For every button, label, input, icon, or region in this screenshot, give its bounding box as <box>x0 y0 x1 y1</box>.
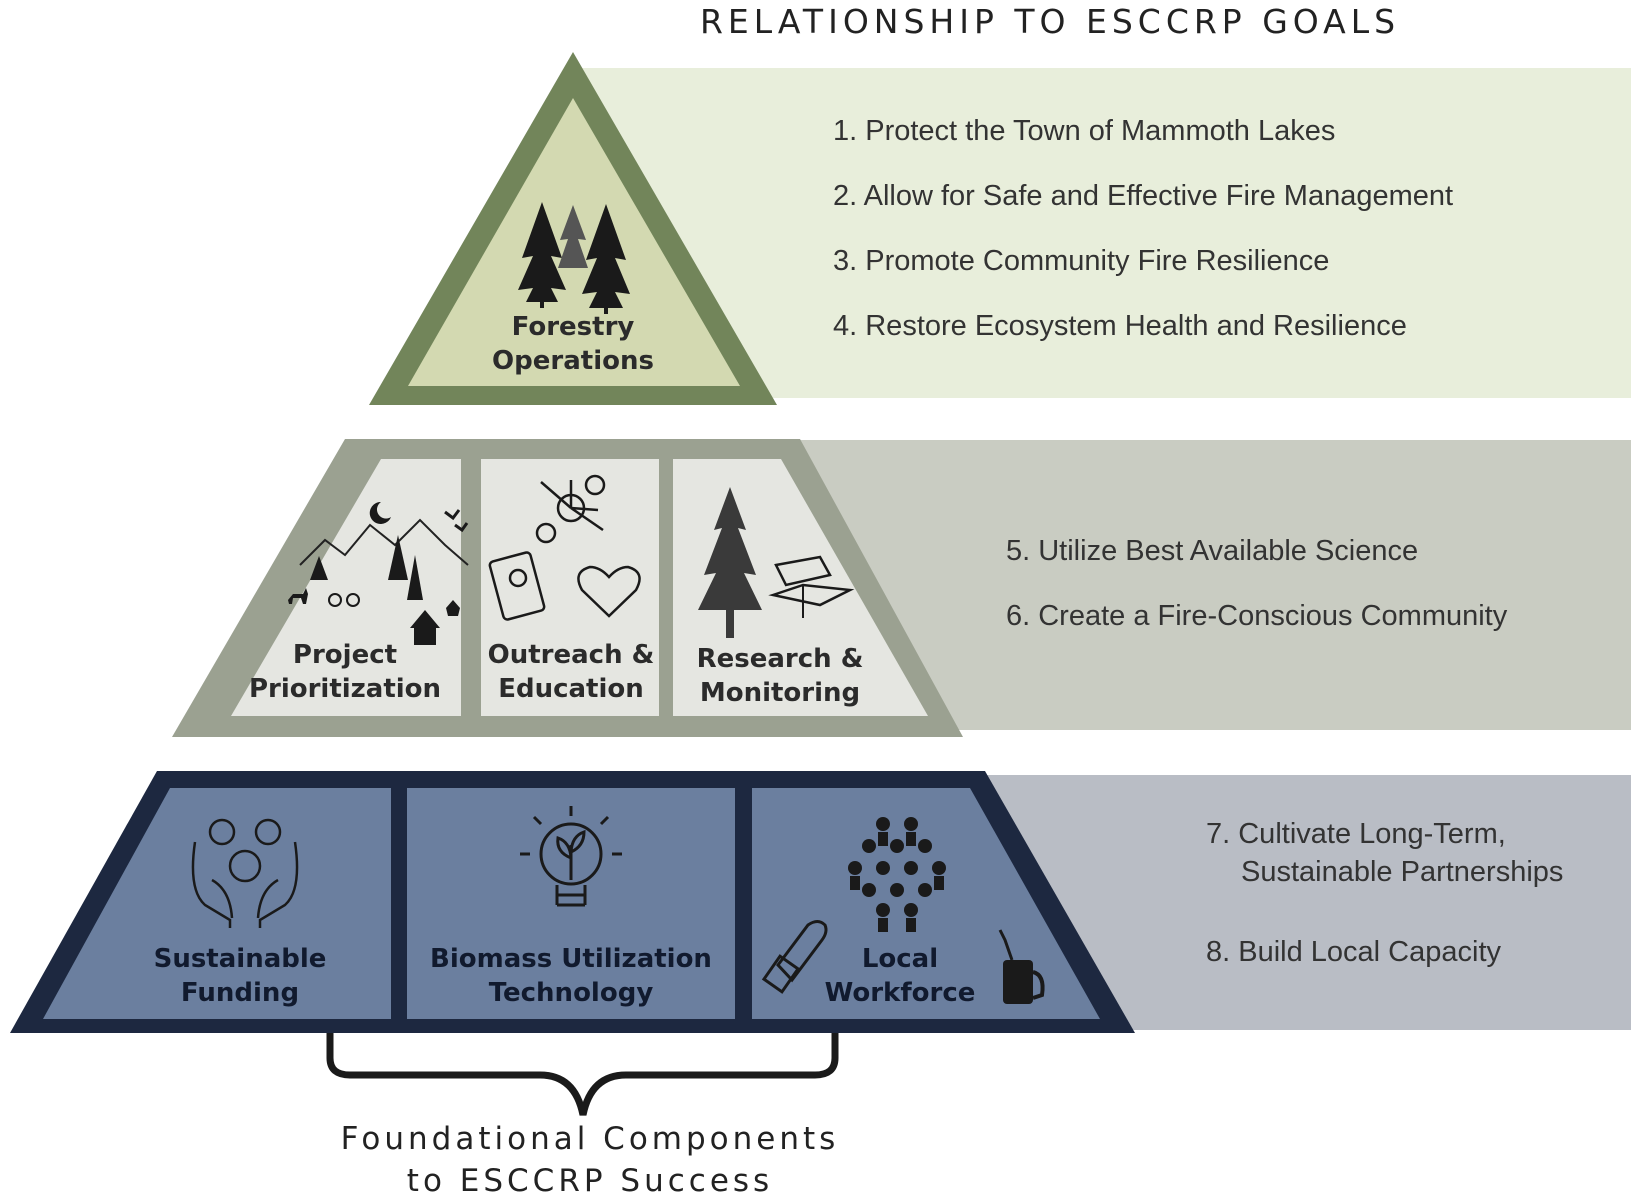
mountain-landscape-icon <box>288 501 469 645</box>
curly-brace <box>326 1033 839 1116</box>
component-research-monitoring: Research &Monitoring <box>696 644 864 708</box>
goal-7: 7. Cultivate Long-Term, <box>1206 818 1506 850</box>
goals-band-top <box>570 68 1631 398</box>
tree-books-icon <box>698 487 855 638</box>
chainsaw-icon <box>761 920 828 994</box>
goal-4: 4. Restore Ecosystem Health and Resilien… <box>833 310 1407 342</box>
lightbulb-plant-icon <box>520 806 622 907</box>
goal-2: 2. Allow for Safe and Effective Fire Man… <box>833 180 1454 212</box>
goal-5: 5. Utilize Best Available Science <box>1006 535 1419 567</box>
middle-cell-2 <box>481 459 659 716</box>
bottom-cell-1 <box>43 788 391 1019</box>
goal-8: 8. Build Local Capacity <box>1206 936 1501 968</box>
middle-cell-1 <box>231 459 461 716</box>
pine-trees-icon <box>518 202 630 314</box>
goal-6: 6. Create a Fire-Conscious Community <box>1006 600 1508 632</box>
network-handshake-icon <box>488 474 641 621</box>
goal-1: 1. Protect the Town of Mammoth Lakes <box>833 115 1336 147</box>
component-outreach-education: Outreach &Education <box>487 640 655 704</box>
fuel-can-icon <box>998 929 1045 1004</box>
diagram-title: RELATIONSHIP TO ESCCRP GOALS <box>700 2 1401 41</box>
goal-3: 3. Promote Community Fire Resilience <box>833 245 1330 277</box>
people-crowd-icon <box>848 817 946 932</box>
goal-7-continued: Sustainable Partnerships <box>1241 856 1564 888</box>
money-hands-icon <box>191 818 299 928</box>
